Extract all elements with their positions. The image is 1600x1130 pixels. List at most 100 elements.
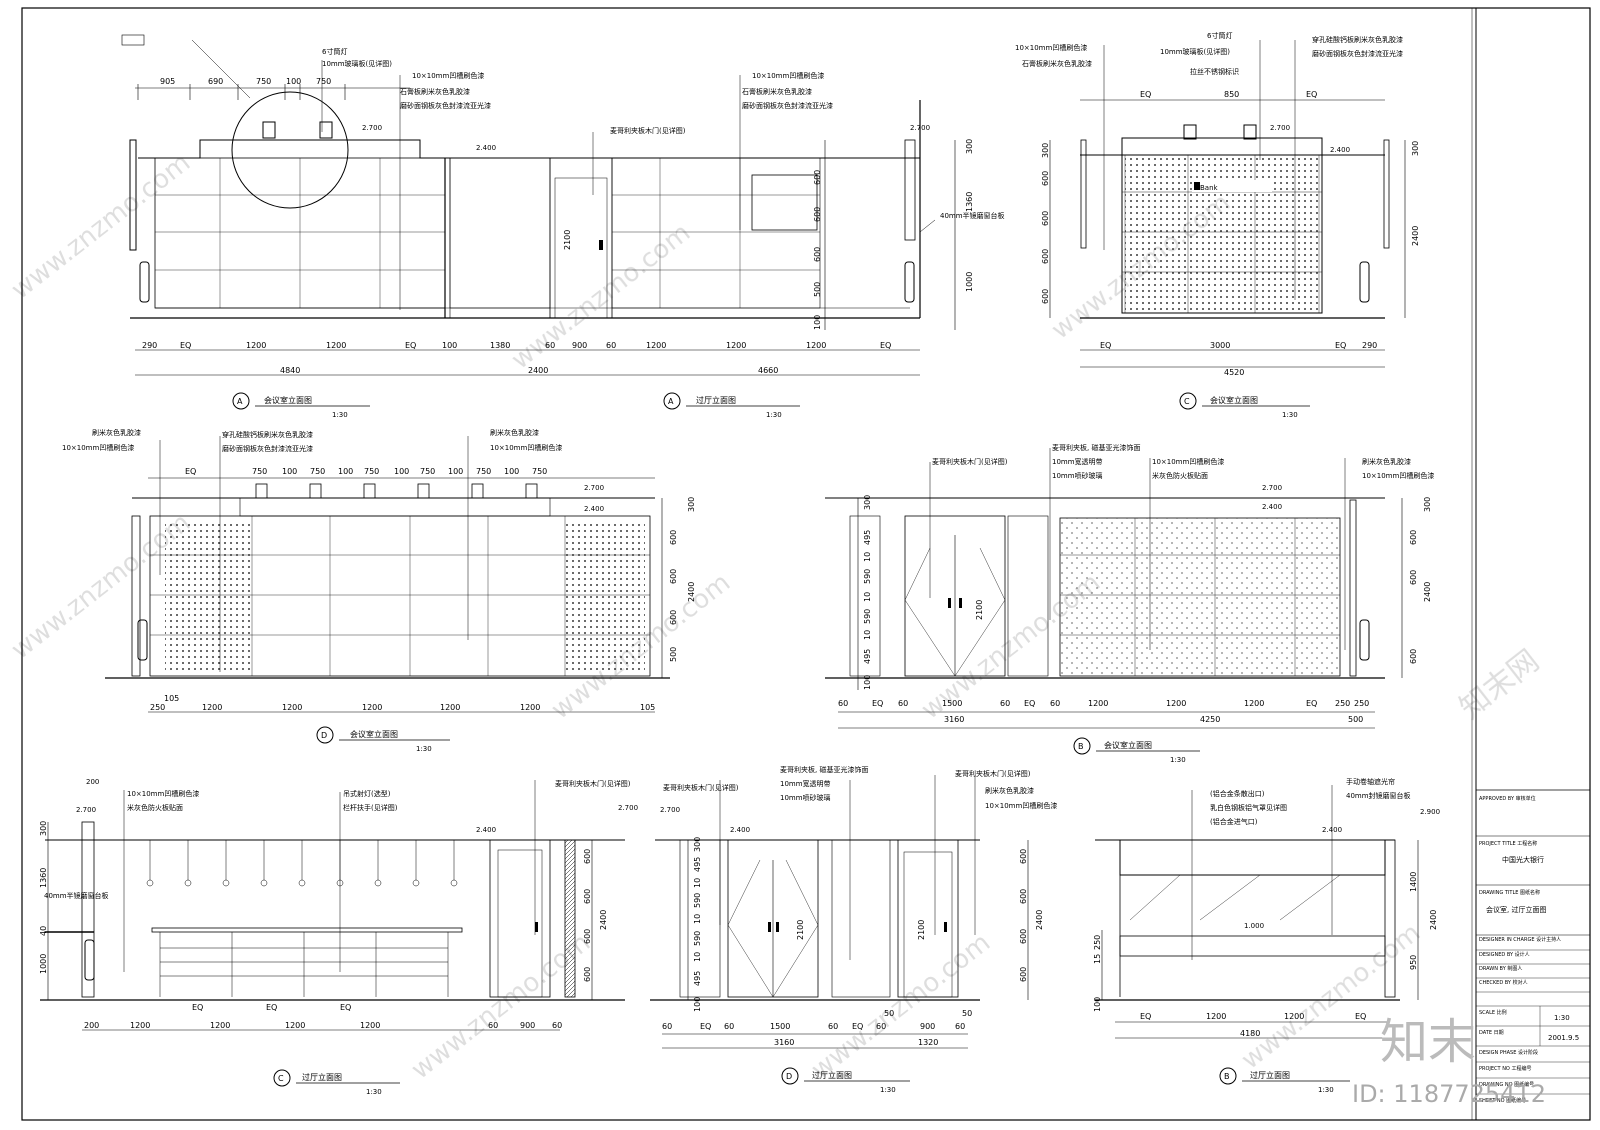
dim-b1-total-2: 500 <box>1348 715 1363 724</box>
dim-d1-r0: 300 <box>687 497 696 512</box>
callout-c1-4: 穿孔硅酸钙板刷米灰色乳胶漆 <box>1312 35 1403 44</box>
marker-a1: A <box>237 397 243 406</box>
scale-a1: 1:30 <box>332 411 348 419</box>
tb-drawn-label: DRAWN BY 制图人 <box>1479 965 1522 972</box>
level-c1-0: 2.700 <box>1270 124 1290 132</box>
callout-b2-4: 40mm封镜磨窗台板 <box>1346 791 1411 800</box>
callout-a1-2: 10×10mm凹槽刷色漆 <box>412 71 484 80</box>
dim-d2-bot-6: 60 <box>876 1022 886 1031</box>
callout-c2-6: 40mm半镜磨窗台板 <box>44 891 109 900</box>
dim-a1-bot-2: 1200 <box>246 341 266 350</box>
callout-b1-2: 10mm宽透明带 <box>1052 457 1103 466</box>
callout-c2-0: 200 <box>86 778 99 786</box>
dim-b1-bot-8: 1200 <box>1166 699 1186 708</box>
dim-d2-bot-9: 50 <box>884 1009 894 1018</box>
dim-c2-r4: 2400 <box>599 910 608 930</box>
callout-b1-3: 10mm喷砂玻璃 <box>1052 471 1103 480</box>
callout-a1-0: 6寸筒灯 <box>322 47 347 56</box>
dim-d2-bot-8: 60 <box>955 1022 965 1031</box>
callout-c1-1: 10mm玻璃板(见详图) <box>1160 47 1230 56</box>
callout-a2-2: 石膏板刷米灰色乳胶漆 <box>742 87 812 96</box>
dim-a2-r5: 100 <box>813 315 822 330</box>
callout-c2-5: 麦哥利夹板木门(见详图) <box>555 779 631 788</box>
dim-d1-top-4: 100 <box>338 467 353 476</box>
dim-d2-l5: 590 <box>693 931 702 946</box>
dim-b1-bot-9: 1200 <box>1244 699 1264 708</box>
dim-d1-top-5: 750 <box>364 467 379 476</box>
dim-b2-bot-0: EQ <box>1140 1012 1151 1021</box>
dim-c1-bot-1: 3000 <box>1210 341 1230 350</box>
dim-a1-total: 4840 <box>280 366 300 375</box>
dim-d1-bot-7: 105 <box>640 703 655 712</box>
level-d2-1: 2.400 <box>730 826 750 834</box>
dim-d2-r2: 600 <box>1019 929 1028 944</box>
callout-d1-4: 刷米灰色乳胶漆 <box>490 428 539 437</box>
callout-d2-5: 刷米灰色乳胶漆 <box>985 786 1034 795</box>
callout-b2-1: 乳白色钢板铝气罩见详图 <box>1210 803 1287 812</box>
dim-a2-r2: 600 <box>813 207 822 222</box>
dim-c1-bot-3: 290 <box>1362 341 1377 350</box>
callout-d2-6: 10×10mm凹槽刷色漆 <box>985 801 1057 810</box>
dim-d1-bot-1: 105 <box>164 694 179 703</box>
dim-a2-r1: 600 <box>813 170 822 185</box>
level-c2-0: 2.700 <box>76 806 96 814</box>
tb-scale-value: 1:30 <box>1554 1014 1570 1022</box>
door-b1: 2100 <box>975 600 984 620</box>
elevation-c2: 200 10×10mm凹槽刷色漆 米灰色防火板贴面 吊式射灯(选型) 栏杆扶手(… <box>39 778 638 1096</box>
dim-d2-total-0: 3160 <box>774 1038 794 1047</box>
dim-a2-total-0: 2400 <box>528 366 548 375</box>
tb-checked-label: CHECKED BY 校对人 <box>1479 979 1528 986</box>
callout-b1-7: 10×10mm凹槽刷色漆 <box>1362 471 1434 480</box>
dim-c1-l0: 300 <box>1041 143 1050 158</box>
callout-a1-1: 10mm玻璃板(见详图) <box>322 59 392 68</box>
dim-b1-l6: 10 <box>863 630 872 640</box>
tb-project-label: PROJECT TITLE 工程名称 <box>1479 840 1537 847</box>
dim-c2-r3: 600 <box>583 967 592 982</box>
scale-c2: 1:30 <box>366 1088 382 1096</box>
dim-d2-total-1: 1320 <box>918 1038 938 1047</box>
dim-b1-total-1: 4250 <box>1200 715 1220 724</box>
level-b2-1: 2.900 <box>1420 808 1440 816</box>
callout-b2-3: 手动卷轴遮光帘 <box>1346 777 1395 786</box>
level-c2-1: 2.400 <box>476 826 496 834</box>
callout-b1-4: 10×10mm凹槽刷色漆 <box>1152 457 1224 466</box>
dim-c1-total: 4520 <box>1224 368 1244 377</box>
dim-c1-top-0: EQ <box>1140 90 1151 99</box>
dim-b1-l8: 100 <box>863 675 872 690</box>
dim-b1-l1: 495 <box>863 530 872 545</box>
callout-d2-2: 10mm喷砂玻璃 <box>780 793 831 802</box>
dim-c2-bot-10: 60 <box>552 1021 562 1030</box>
tb-drawing-label: DRAWING TITLE 图纸名称 <box>1479 889 1540 896</box>
callout-d2-0: 麦哥利夹板, 磁基亚光漆饰面 <box>780 765 868 774</box>
dim-b1-bot-12: 250 <box>1354 699 1369 708</box>
level-a2-0: 2.400 <box>476 144 496 152</box>
dim-c2-bot-9: 900 <box>520 1021 535 1030</box>
callout-c1-5: 磨砂面钢板灰色封漆流亚光漆 <box>1312 49 1403 58</box>
elevation-b2: (铝合金条散出口) 乳白色钢板铝气罩见详图 (铝合金进气口) 手动卷轴遮光帘 4… <box>1093 777 1440 1094</box>
dim-b2-r0: 1400 <box>1409 872 1418 892</box>
callout-a1-3: 石膏板刷米灰色乳胶漆 <box>400 87 470 96</box>
level-b1-0: 2.700 <box>1262 484 1282 492</box>
callout-c1-2: 石膏板刷米灰色乳胶漆 <box>1022 59 1092 68</box>
tb-project-value: 中国光大银行 <box>1502 855 1544 864</box>
elevation-a2: 麦哥利夹板木门(见详图) 10×10mm凹槽刷色漆 石膏板刷米灰色乳胶漆 磨砂面… <box>444 71 1005 419</box>
tb-drawing-value: 会议室, 过厅立面图 <box>1486 905 1546 914</box>
dim-a2-r7: 1000 <box>965 272 974 292</box>
dim-d2-bot-7: 900 <box>920 1022 935 1031</box>
tb-project-no-label: PROJECT NO 工程编号 <box>1479 1065 1531 1072</box>
level-d2-0: 2.700 <box>660 806 680 814</box>
callout-a1-4: 磨砂面钢板灰色封漆流亚光漆 <box>400 101 491 110</box>
door-d2-1: 2100 <box>917 920 926 940</box>
dim-d1-bot-0: 250 <box>150 703 165 712</box>
dim-d1-r2: 600 <box>669 569 678 584</box>
dim-c2-l3: 1000 <box>39 954 48 974</box>
callout-b1-0: 麦哥利夹板木门(见详图) <box>932 457 1008 466</box>
dim-b1-bot-4: 60 <box>1000 699 1010 708</box>
dim-b2-r2: 2400 <box>1429 910 1438 930</box>
dim-c2-bot-1: 1200 <box>130 1021 150 1030</box>
dim-b1-l2: 10 <box>863 552 872 562</box>
marker-b1: B <box>1078 742 1084 751</box>
callout-c1-6: 拉丝不锈钢标识 <box>1190 67 1239 76</box>
elevation-b1: 麦哥利夹板木门(见详图) 麦哥利夹板, 磁基亚光漆饰面 10mm宽透明带 10m… <box>825 443 1434 764</box>
dim-d2-l4: 10 <box>693 914 702 924</box>
